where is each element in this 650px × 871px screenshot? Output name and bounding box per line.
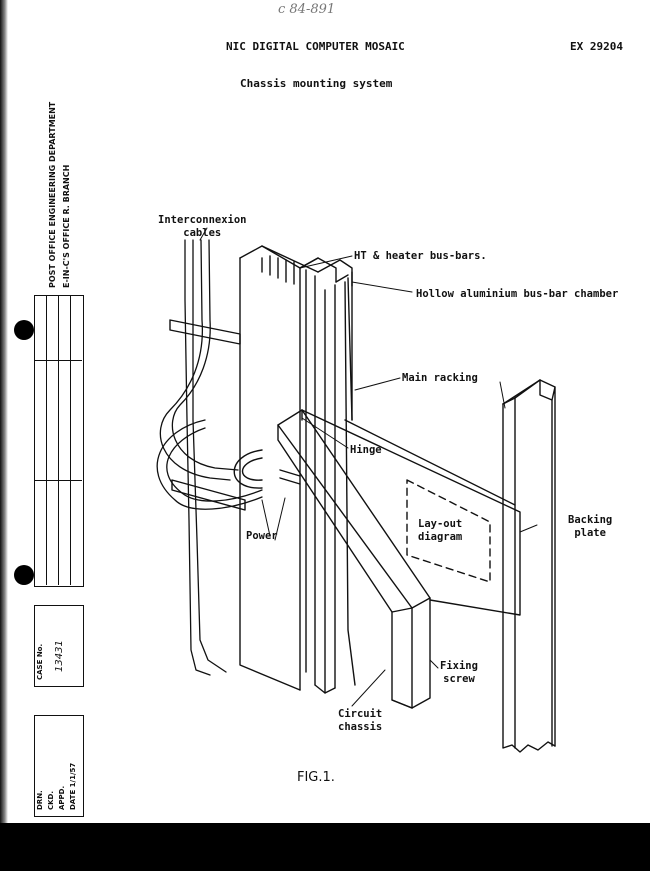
label-layout-diagram: Lay-out diagram bbox=[418, 518, 462, 544]
label-main-racking: Main racking bbox=[402, 372, 478, 384]
punch-hole bbox=[14, 565, 34, 585]
power-lead bbox=[279, 469, 301, 477]
scan-bottom-border bbox=[0, 823, 650, 871]
label-circuit-chassis: Circuit chassis bbox=[338, 708, 382, 734]
amendment-table bbox=[34, 295, 84, 587]
label-hinge: Hinge bbox=[350, 444, 382, 456]
label-backing-line1: Backing bbox=[568, 514, 613, 526]
power-lead bbox=[242, 457, 263, 481]
label-fixing-screw: Fixing screw bbox=[440, 660, 478, 686]
document-reference: EX 29204 bbox=[570, 40, 623, 53]
handwritten-reference: c 84-891 bbox=[278, 2, 336, 17]
figure-caption: FIG.1. bbox=[297, 770, 335, 785]
label-ht-bus-bars: HT & heater bus-bars. bbox=[354, 250, 487, 262]
interconnexion-cables bbox=[156, 239, 263, 676]
table-divider bbox=[70, 295, 71, 585]
label-power: Power bbox=[246, 530, 278, 542]
main-racking-column bbox=[239, 245, 356, 694]
right-racking-channel bbox=[502, 379, 556, 753]
label-hollow-chamber: Hollow aluminium bus-bar chamber bbox=[416, 288, 619, 300]
label-layout-line2: diagram bbox=[418, 531, 463, 543]
label-backing-line2: plate bbox=[574, 527, 606, 539]
approval-box bbox=[34, 715, 84, 817]
table-divider bbox=[46, 295, 47, 585]
label-circuit-line2: chassis bbox=[338, 721, 383, 733]
power-lead bbox=[233, 449, 263, 489]
power-lead bbox=[279, 477, 301, 485]
label-fixing-line2: screw bbox=[443, 673, 475, 685]
bus-bar-chamber bbox=[261, 255, 353, 287]
layout-diagram-box bbox=[406, 479, 491, 583]
leader-lines bbox=[199, 227, 538, 707]
cable-clamp bbox=[169, 319, 241, 345]
label-backing-plate: Backing plate bbox=[568, 514, 612, 540]
label-circuit-line1: Circuit bbox=[338, 708, 383, 720]
table-divider bbox=[34, 480, 82, 481]
punch-hole bbox=[14, 320, 34, 340]
label-interconnexion-line2: cables bbox=[183, 227, 222, 239]
circuit-chassis bbox=[277, 409, 431, 709]
label-interconnexion: Interconnexion cables bbox=[158, 214, 247, 240]
binder-edge bbox=[0, 0, 8, 823]
label-layout-line1: Lay-out bbox=[418, 518, 463, 530]
label-fixing-line1: Fixing bbox=[440, 660, 478, 672]
table-divider bbox=[34, 360, 82, 361]
case-box bbox=[34, 605, 84, 687]
table-divider bbox=[58, 295, 59, 585]
cable-clamp bbox=[171, 479, 246, 511]
document-subtitle: Chassis mounting system bbox=[240, 77, 393, 90]
document-title: NIC DIGITAL COMPUTER MOSAIC bbox=[226, 40, 405, 53]
label-interconnexion-line1: Interconnexion bbox=[158, 214, 247, 226]
